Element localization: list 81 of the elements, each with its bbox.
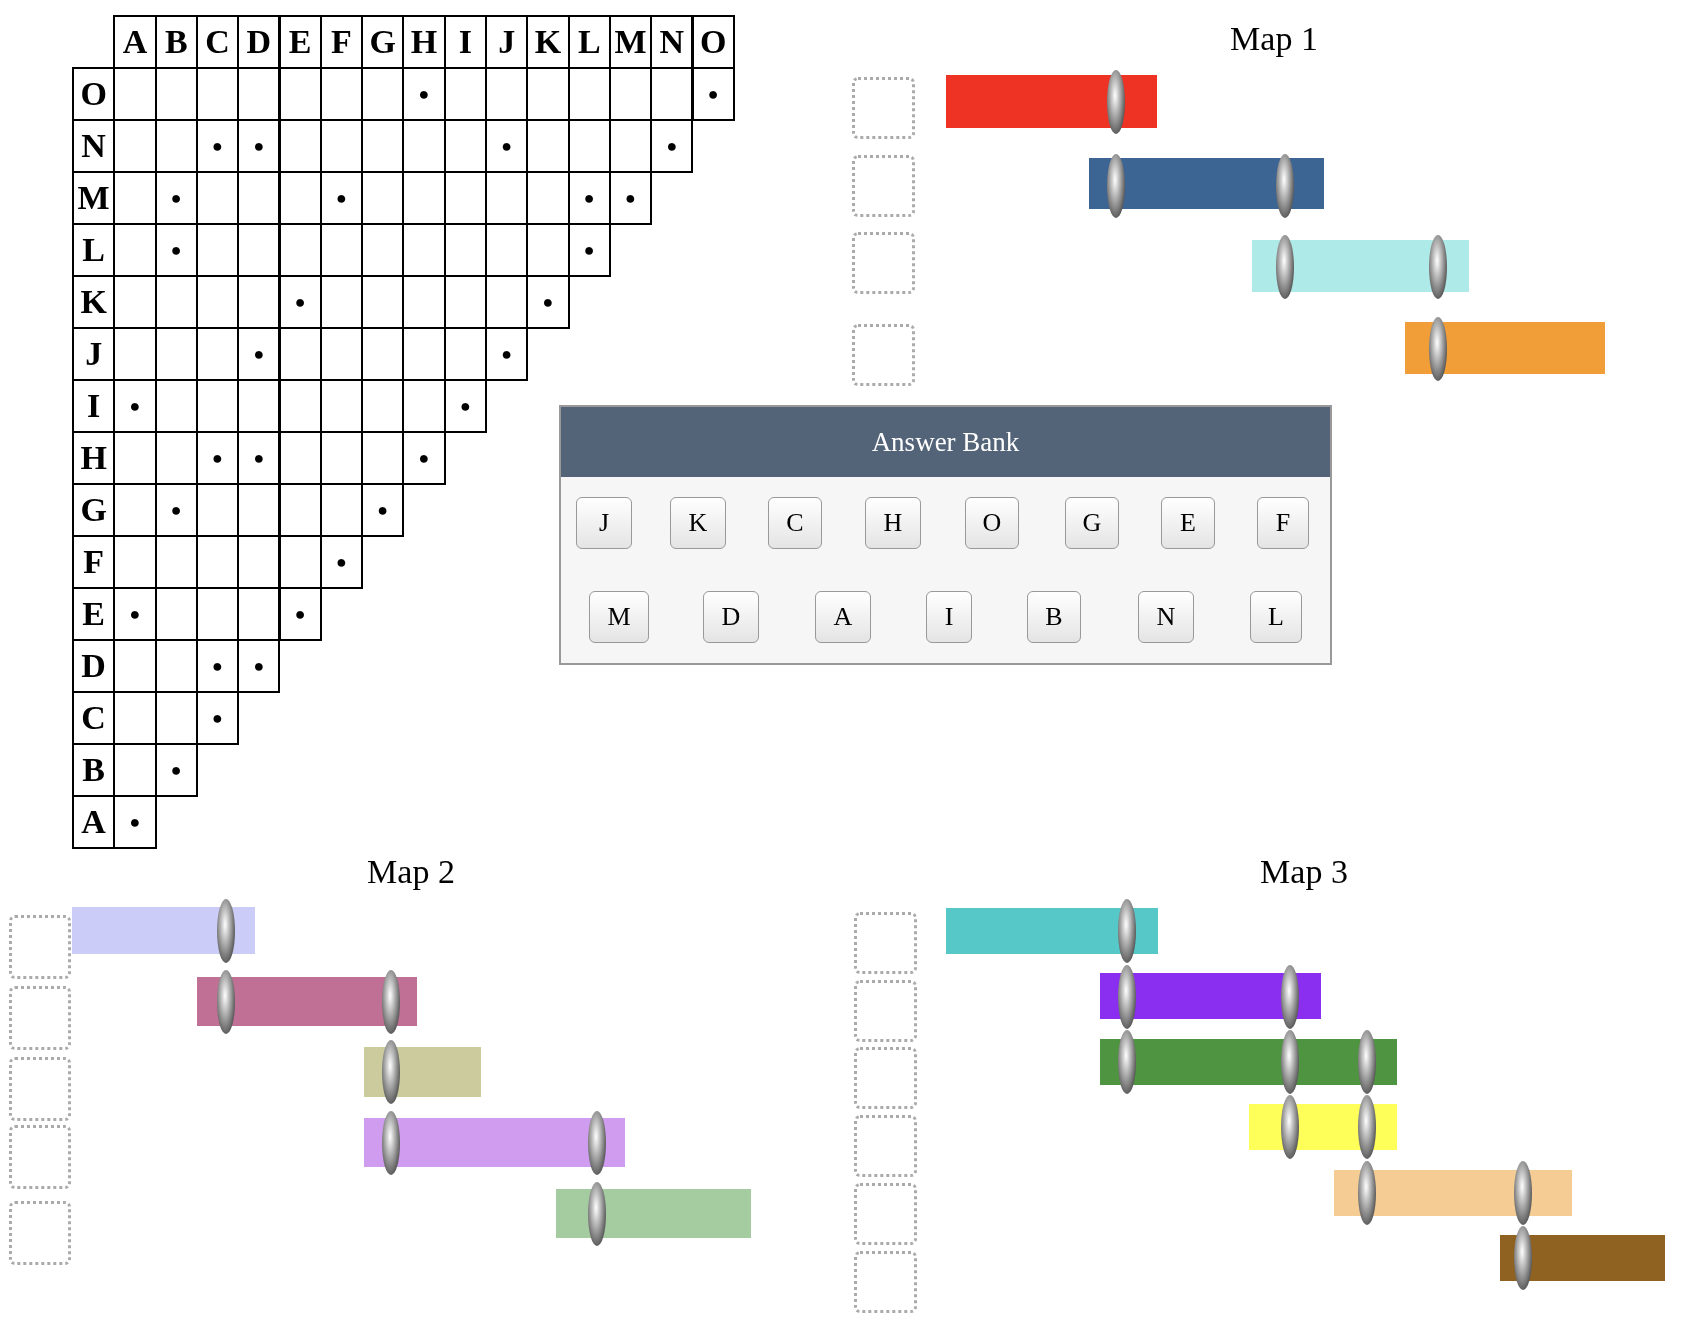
dot-mark: ● xyxy=(583,241,595,259)
column-header: O xyxy=(699,25,727,59)
dot-mark: ● xyxy=(459,397,471,415)
row-header: M xyxy=(77,181,110,215)
column-header: D xyxy=(246,25,272,59)
column-header: L xyxy=(577,25,601,59)
letter-tile: C xyxy=(768,497,822,549)
dot-mark: ● xyxy=(212,657,223,675)
column-header: N xyxy=(659,25,685,59)
row-header: A xyxy=(81,805,106,839)
dot-mark: ● xyxy=(129,813,141,831)
dot-mark: ● xyxy=(542,293,554,311)
column-header: B xyxy=(164,25,188,59)
dot-mark: ● xyxy=(336,553,347,571)
dot-mark: ● xyxy=(212,137,223,155)
letter-tile: O xyxy=(965,497,1019,549)
dot-mark: ● xyxy=(294,293,306,311)
map-title: Map 1 xyxy=(1230,20,1318,58)
dot-mark: ● xyxy=(501,345,513,363)
dot-mark: ● xyxy=(170,761,182,779)
row-header: H xyxy=(80,441,107,475)
dot-mark: ● xyxy=(625,189,636,207)
letter-tile: D xyxy=(703,591,759,643)
dot-mark: ● xyxy=(170,189,182,207)
dot-mark: ● xyxy=(666,137,678,155)
row-header: N xyxy=(81,129,106,163)
dot-mark: ● xyxy=(501,137,513,155)
dot-mark: ● xyxy=(212,449,223,467)
dot-mark: ● xyxy=(377,501,389,519)
dot-mark: ● xyxy=(170,241,182,259)
column-header: M xyxy=(614,25,647,59)
panel-header: Answer Bank xyxy=(561,407,1330,477)
letter-tile: B xyxy=(1027,591,1081,643)
dot-mark: ● xyxy=(129,397,141,415)
column-header: E xyxy=(288,25,312,59)
letter-tile: H xyxy=(865,497,921,549)
letter-tile: A xyxy=(815,591,871,643)
dot-mark: ● xyxy=(253,345,265,363)
dot-mark: ● xyxy=(253,137,265,155)
column-header: H xyxy=(410,25,438,59)
map-title: Map 3 xyxy=(1260,853,1348,891)
dot-mark: ● xyxy=(129,605,141,623)
row-header: F xyxy=(83,545,105,579)
dot-mark: ● xyxy=(170,501,182,519)
dot-mark: ● xyxy=(583,189,595,207)
dot-mark: ● xyxy=(418,449,430,467)
letter-tile: N xyxy=(1138,591,1194,643)
row-header: C xyxy=(81,701,106,735)
row-header: L xyxy=(82,233,105,267)
dot-mark: ● xyxy=(294,605,306,623)
row-header: J xyxy=(85,337,103,371)
letter-tile: G xyxy=(1065,497,1119,549)
column-header: A xyxy=(122,25,148,59)
row-header: K xyxy=(80,285,107,319)
dot-mark: ● xyxy=(707,85,719,103)
column-header: J xyxy=(498,25,516,59)
letter-tile: L xyxy=(1250,591,1302,643)
dot-mark: ● xyxy=(253,449,265,467)
column-header: K xyxy=(534,25,562,59)
dot-mark: ● xyxy=(212,709,223,727)
column-header: F xyxy=(331,25,352,59)
column-header: G xyxy=(369,25,396,59)
row-header: O xyxy=(80,77,107,111)
letter-tile: E xyxy=(1161,497,1215,549)
letter-tile: K xyxy=(670,497,726,549)
letter-tile: M xyxy=(589,591,649,643)
letter-tile: F xyxy=(1257,497,1309,549)
dot-mark: ● xyxy=(253,657,265,675)
dot-mark: ● xyxy=(418,85,430,103)
row-header: B xyxy=(82,753,105,787)
dot-mark: ● xyxy=(336,189,347,207)
row-header: E xyxy=(82,597,105,631)
column-header: C xyxy=(205,25,230,59)
map-title: Map 2 xyxy=(367,853,455,891)
answer-bank-panel xyxy=(559,405,1332,665)
row-header: I xyxy=(87,389,101,423)
letter-tile: J xyxy=(576,497,632,549)
row-header: G xyxy=(80,493,107,527)
letter-tile: I xyxy=(926,591,972,643)
row-header: D xyxy=(81,649,106,683)
column-header: I xyxy=(458,25,472,59)
